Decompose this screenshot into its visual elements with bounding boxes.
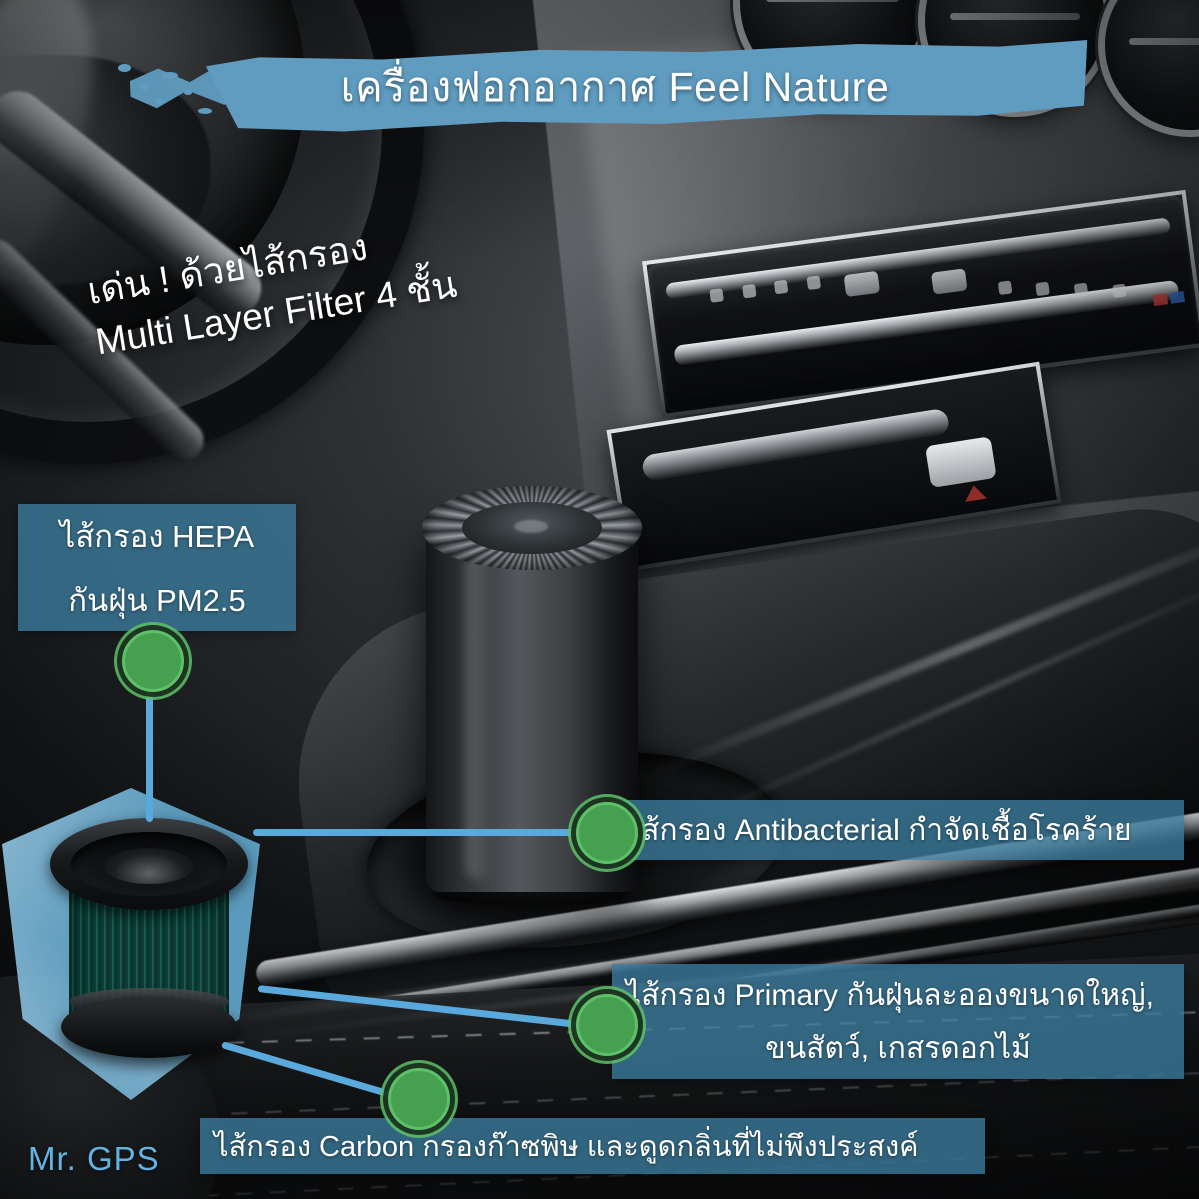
paint-splatter-icon — [118, 64, 131, 72]
callout-carbon-line-1: ไส้กรอง Carbon กรองก๊าซพิษ และดูดกลิ่นที… — [214, 1131, 919, 1163]
callout-antibacterial[interactable]: ไส้กรอง Antibacterial กำจัดเชื้อโรคร้าย — [612, 800, 1184, 860]
paint-splatter-icon — [184, 90, 192, 95]
callout-hepa-line-1: ไส้กรอง HEPA — [59, 518, 255, 554]
leader-line-hepa — [146, 672, 153, 822]
page-title: เครื่องฟอกอากาศ Feel Nature — [340, 63, 890, 110]
purifier-top-indicator — [514, 520, 548, 533]
purifier-top-inner — [462, 502, 602, 554]
callout-dot-antibacterial[interactable] — [576, 802, 638, 864]
paint-splatter-icon — [198, 108, 212, 114]
leader-line-antibacterial — [253, 829, 613, 836]
filter-cartridge-image — [47, 800, 252, 1070]
callout-primary-line-2: ขนสัตว์, เกสรดอกไม้ — [765, 1031, 1031, 1065]
callout-primary[interactable]: ไส้กรอง Primary กันฝุ่นละอองขนาดใหญ่, ขน… — [612, 964, 1184, 1079]
paint-splatter-icon — [154, 98, 165, 104]
paint-splatter-icon — [140, 84, 149, 90]
purifier-highlight — [466, 550, 492, 880]
callout-hepa-line-2: กันฝุ่น PM2.5 — [68, 582, 246, 618]
watermark-brand: Mr. GPS — [28, 1140, 160, 1177]
filter-center-hole — [104, 848, 194, 884]
callout-dot-carbon[interactable] — [388, 1068, 450, 1130]
callout-hepa[interactable]: ไส้กรอง HEPA กันฝุ่น PM2.5 — [18, 504, 296, 631]
callout-primary-line-1: ไส้กรอง Primary กันฝุ่นละอองขนาดใหญ่, — [626, 978, 1154, 1012]
callout-dot-primary[interactable] — [576, 994, 638, 1056]
filter-bottom-cap — [61, 996, 237, 1058]
paint-splatter-icon — [162, 72, 178, 79]
callout-antibacterial-line-1: ไส้กรอง Antibacterial กำจัดเชื้อโรคร้าย — [626, 813, 1132, 847]
title-banner: เครื่องฟอกอากาศ Feel Nature — [110, 28, 1120, 146]
paint-splatter-icon — [236, 116, 254, 123]
callout-dot-hepa[interactable] — [122, 630, 184, 692]
paint-splatter-icon — [222, 80, 229, 85]
callout-carbon[interactable]: ไส้กรอง Carbon กรองก๊าซพิษ และดูดกลิ่นที… — [200, 1118, 985, 1174]
